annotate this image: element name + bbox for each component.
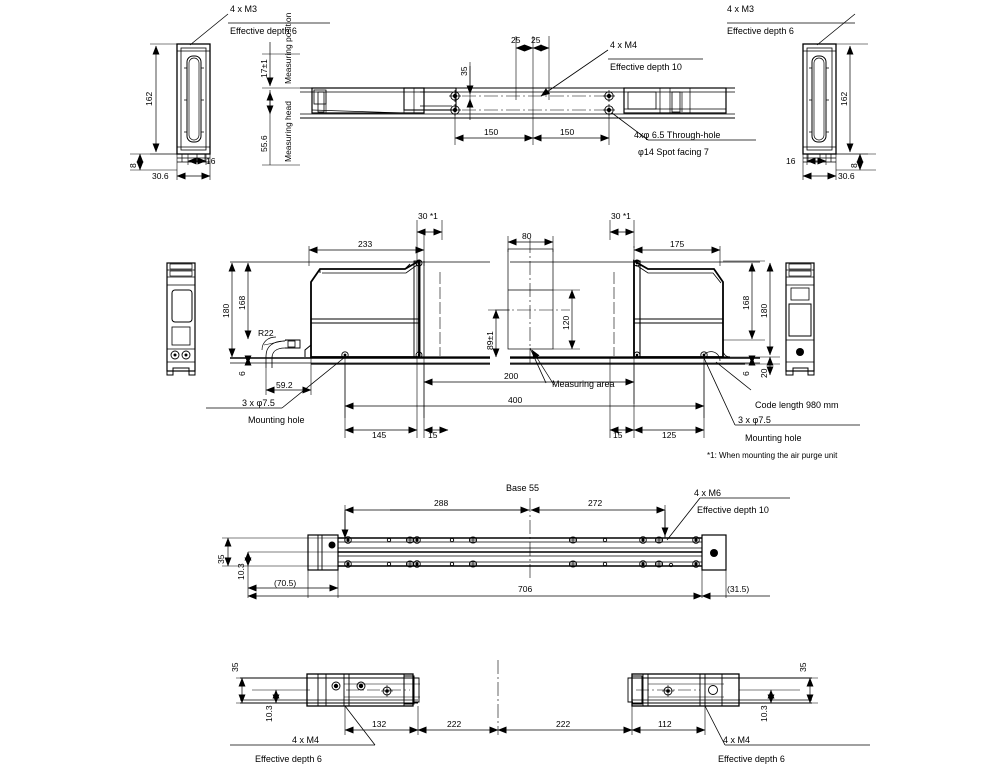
dim-6-right: 6 xyxy=(741,371,751,376)
callout-4xm4-bottom-left-line1: 4 x M4 xyxy=(292,735,319,745)
dim-35-bottom-left: 35 xyxy=(230,662,240,672)
dim-10-3-base: 10.3 xyxy=(236,563,246,580)
callout-4xm4-line2: Effective depth 10 xyxy=(610,62,682,72)
label-code-length: Code length 980 mm xyxy=(755,400,839,410)
callout-4xm3-right-line2: Effective depth 6 xyxy=(727,26,794,36)
callout-4xm4-bottom-right-line1: 4 x M4 xyxy=(723,735,750,745)
dim-150-right: 150 xyxy=(560,127,574,137)
dim-25-a: 25 xyxy=(511,35,521,45)
dim-222-right: 222 xyxy=(556,719,570,729)
dim-31-5: (31.5) xyxy=(727,584,749,594)
hole-symbols xyxy=(449,90,615,116)
dim-25-b: 25 xyxy=(531,35,541,45)
top-row-left-end-view: 162 8 16 30.6 4 x M3 Effective depth 6 xyxy=(128,4,330,181)
dim-180-left: 180 xyxy=(221,304,231,318)
label-measuring-head-dim: 55.6 xyxy=(259,135,269,152)
dim-272: 272 xyxy=(588,498,602,508)
dim-16-right: 16 xyxy=(786,156,796,166)
dim-120: 120 xyxy=(561,316,571,330)
callout-mounting-hole-left-line1: 3 x φ7.5 xyxy=(242,398,275,408)
footnote-air-purge: *1: When mounting the air purge unit xyxy=(707,451,838,460)
middle-row-right-head-view: 175 30 *1 168 180 6 20 xyxy=(510,211,860,443)
dim-132: 132 xyxy=(372,719,386,729)
dim-30-air-purge-right: 30 *1 xyxy=(611,211,631,221)
bottom-row-left-view: 35 10.3 132 222 4 x M4 Effective depth 6 xyxy=(230,660,499,764)
top-row-right-end-view: 162 8 16 30.6 4 x M3 Effective depth 6 xyxy=(727,4,876,181)
dim-200: 200 xyxy=(504,371,518,381)
dim-112: 112 xyxy=(658,719,672,729)
dim-145: 145 xyxy=(372,430,386,440)
callout-4xm3-left-line1: 4 x M3 xyxy=(230,4,257,14)
dim-162-right: 162 xyxy=(839,92,849,106)
dim-8-left: 8 xyxy=(128,163,138,168)
dim-35-top: 35 xyxy=(459,66,469,76)
dim-168-right: 168 xyxy=(741,296,751,310)
dim-15-right: 15 xyxy=(613,430,623,440)
callout-4xm6-line2: Effective depth 10 xyxy=(697,505,769,515)
dim-180-right: 180 xyxy=(759,304,769,318)
dim-35-base: 35 xyxy=(216,554,226,564)
dim-10-3-bottom-right: 10.3 xyxy=(759,705,769,722)
dim-400: 400 xyxy=(508,395,522,405)
dim-30-6-right: 30.6 xyxy=(838,171,855,181)
callout-mounting-hole-right-line2: Mounting hole xyxy=(745,433,802,443)
middle-row-right-profile-view xyxy=(785,262,815,376)
callout-4xm4-line1: 4 x M4 xyxy=(610,40,637,50)
label-measuring-position: Measuring position xyxy=(283,12,293,84)
dim-30-air-purge-left: 30 *1 xyxy=(418,211,438,221)
dim-706: 706 xyxy=(518,584,532,594)
bottom-row-right-view: 35 10.3 222 112 4 x M4 Effective depth 6 xyxy=(497,662,870,764)
dim-70-5: (70.5) xyxy=(274,578,296,588)
dim-125: 125 xyxy=(662,430,676,440)
label-measuring-position-dim: 17±1 xyxy=(259,59,269,78)
dim-288: 288 xyxy=(434,498,448,508)
dim-59-2: 59.2 xyxy=(276,380,293,390)
callout-4xm4-bottom-left-line2: Effective depth 6 xyxy=(255,754,322,764)
dim-35-bottom-right: 35 xyxy=(798,662,808,672)
middle-row-measuring-area: 80 120 89±1 Measuring area xyxy=(485,231,615,389)
callout-4xm4-bottom-right-line2: Effective depth 6 xyxy=(718,754,785,764)
dim-222-left: 222 xyxy=(447,719,461,729)
callout-4xm3-left-line2: Effective depth 6 xyxy=(230,26,297,36)
middle-row-span-dims: 200 400 xyxy=(344,364,705,418)
dim-15-left: 15 xyxy=(428,430,438,440)
callout-4xm3-right-line1: 4 x M3 xyxy=(727,4,754,14)
base-row-plan-view: Base 55 288 272 4 x M6 Effective depth 1… xyxy=(216,483,790,600)
dim-16-left: 16 xyxy=(206,156,216,166)
label-measuring-head: Measuring head xyxy=(283,101,293,162)
dim-80: 80 xyxy=(522,231,532,241)
label-measuring-area: Measuring area xyxy=(552,379,615,389)
label-base-55: Base 55 xyxy=(506,483,539,493)
dim-150-left: 150 xyxy=(484,127,498,137)
dim-8-right: 8 xyxy=(849,163,859,168)
dim-162-left: 162 xyxy=(144,92,154,106)
callout-4xm6-line1: 4 x M6 xyxy=(694,488,721,498)
dim-89: 89±1 xyxy=(485,331,495,350)
dim-233: 233 xyxy=(358,239,372,249)
callout-through-hole-line1: 4xφ 6.5 Through-hole xyxy=(634,130,720,140)
middle-row-left-profile-view xyxy=(166,262,196,376)
callout-mounting-hole-right-line1: 3 x φ7.5 xyxy=(738,415,771,425)
middle-row-left-head-view: 233 30 *1 R22 180 xyxy=(206,211,490,440)
callout-mounting-hole-left-line2: Mounting hole xyxy=(248,415,305,425)
dim-6-left: 6 xyxy=(237,371,247,376)
dim-20-right: 20 xyxy=(759,368,769,378)
callout-spot-facing-line2: φ14 Spot facing 7 xyxy=(638,147,709,157)
dim-10-3-bottom-left: 10.3 xyxy=(264,705,274,722)
base-hole-pattern xyxy=(344,536,700,568)
dim-30-6-left: 30.6 xyxy=(152,171,169,181)
top-row-center-side-view: 35 25 25 150 150 17±1 Measuring position… xyxy=(259,12,756,166)
dim-168-left: 168 xyxy=(237,296,247,310)
dim-r22: R22 xyxy=(258,328,274,338)
dim-175: 175 xyxy=(670,239,684,249)
